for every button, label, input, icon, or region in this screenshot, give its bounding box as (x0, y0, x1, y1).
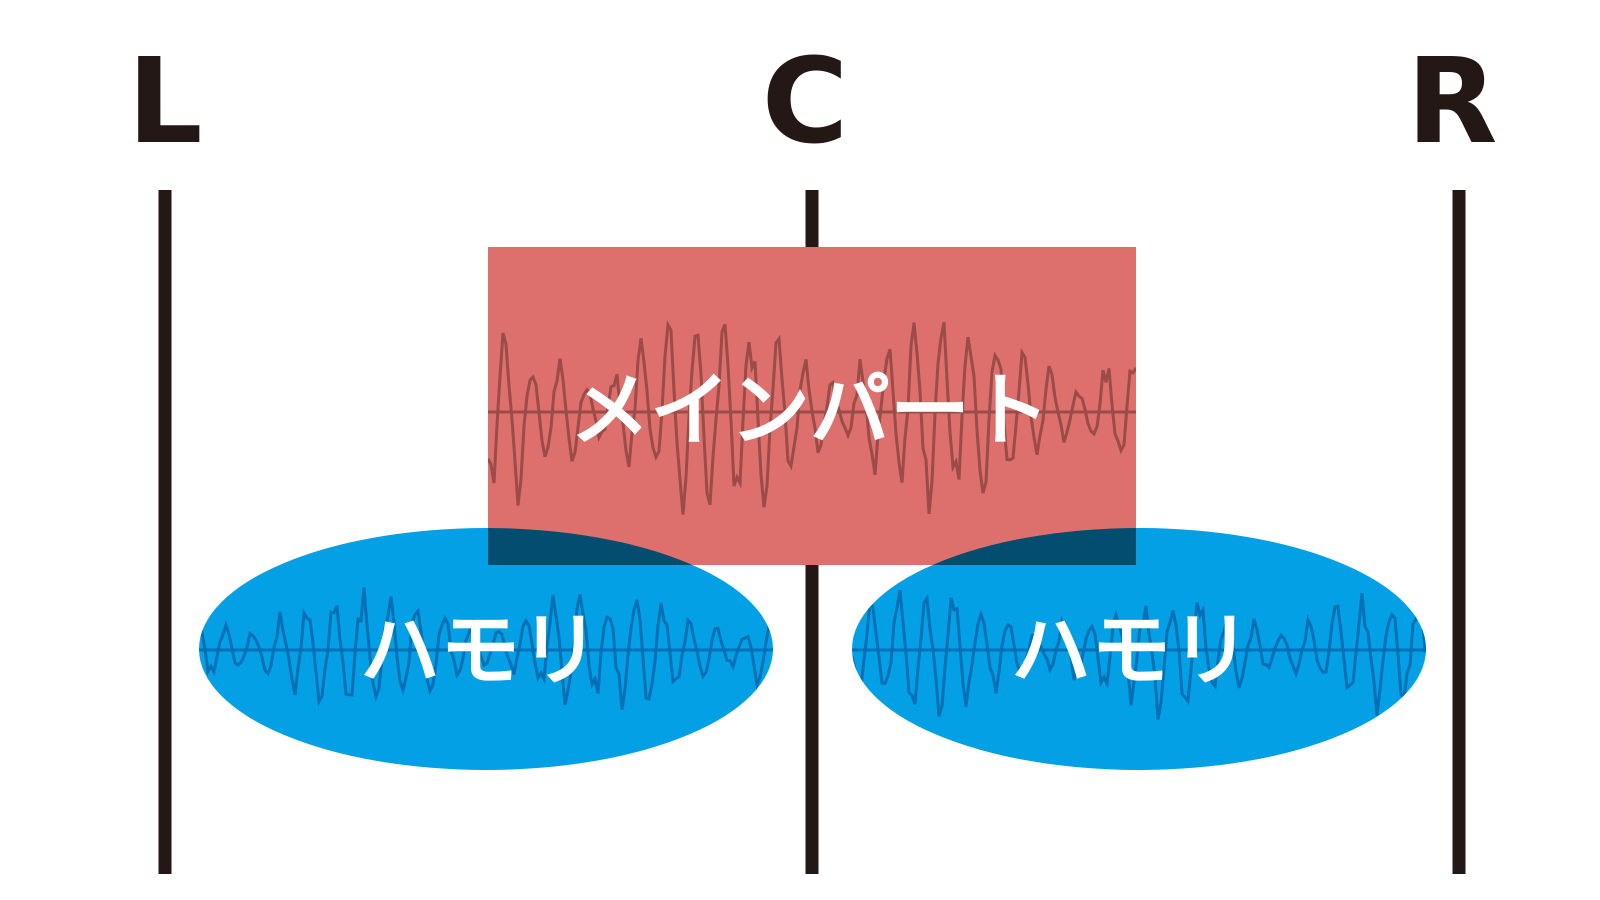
main-part-label: メインパート (570, 364, 1050, 457)
channel-label-right: R (1407, 32, 1498, 170)
harmony-right-waveform (852, 589, 1426, 720)
harmony-right-label: ハモリ (1011, 604, 1251, 697)
harmony-left-label: ハモリ (360, 604, 600, 697)
channel-label-left: L (127, 32, 202, 170)
harmony-left-group (199, 528, 773, 770)
channel-label-center: C (762, 32, 849, 170)
main-part-group (488, 247, 1136, 565)
harmony-right-group (852, 528, 1426, 770)
harmony-left-waveform (199, 587, 773, 710)
